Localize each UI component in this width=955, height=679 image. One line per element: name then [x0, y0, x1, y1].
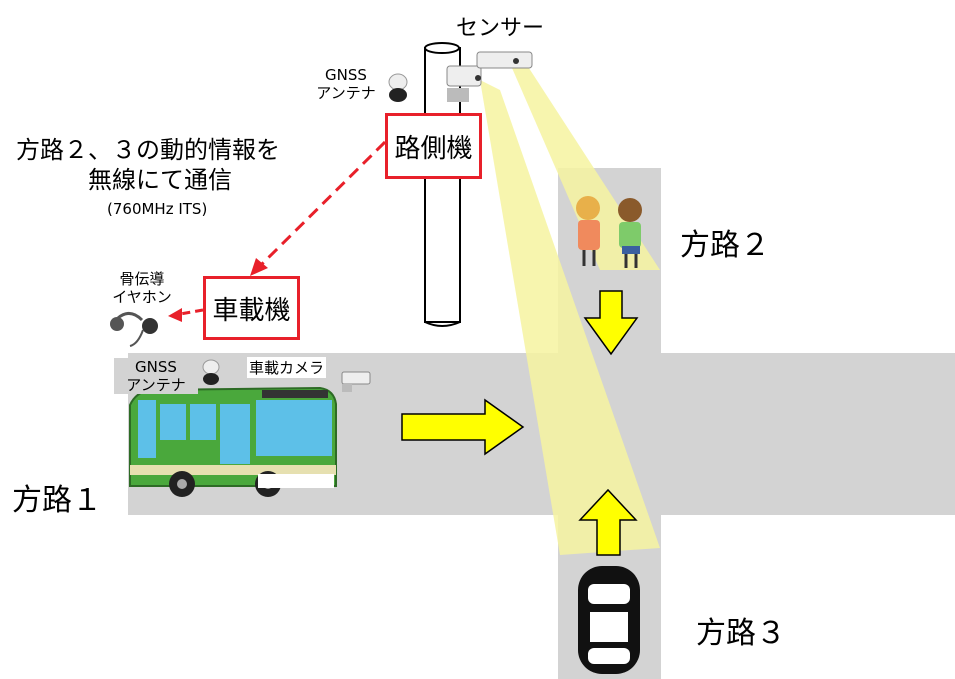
onboard-unit-box: 車載機	[203, 276, 300, 340]
pole-top	[424, 42, 460, 54]
road-3-label: 方路３	[696, 616, 786, 651]
bus-icon	[129, 386, 337, 497]
onboard-camera-icon	[341, 371, 371, 392]
comm-text-line1: 方路２、３の動的情報を	[16, 136, 280, 164]
sensor-label: センサー	[456, 16, 545, 41]
gnss-vehicle-label: GNSS アンテナ	[114, 358, 198, 394]
roadside-unit-box: 路側機	[385, 113, 482, 179]
road-2-label: 方路２	[680, 228, 770, 263]
earphone-label: 骨伝導 イヤホン	[112, 270, 172, 306]
earphone-link-line	[179, 308, 204, 316]
road-1-label: 方路１	[12, 483, 102, 518]
arrow-road-2	[583, 290, 639, 356]
earphone-link-arrowhead	[168, 308, 182, 322]
children-icon	[576, 196, 642, 268]
onboard-camera-label: 車載カメラ	[247, 357, 327, 378]
gnss-roadside-label: GNSS アンテナ	[316, 66, 376, 102]
sensor-beam-left	[480, 80, 660, 555]
wireless-link-arrowhead	[250, 258, 268, 276]
camera-icon	[446, 51, 533, 102]
car-icon	[578, 566, 640, 674]
comm-text-line2: 無線にて通信	[88, 166, 232, 194]
earphone-icon	[110, 312, 158, 347]
gnss-antenna-vehicle-icon	[202, 359, 220, 385]
gnss-antenna-icon	[388, 73, 408, 102]
arrow-road-3	[578, 488, 638, 556]
pole-bottom	[424, 321, 461, 327]
arrow-road-1	[401, 398, 525, 456]
wireless-link-line	[260, 140, 387, 266]
comm-freq-label: (760MHz ITS)	[107, 200, 208, 218]
